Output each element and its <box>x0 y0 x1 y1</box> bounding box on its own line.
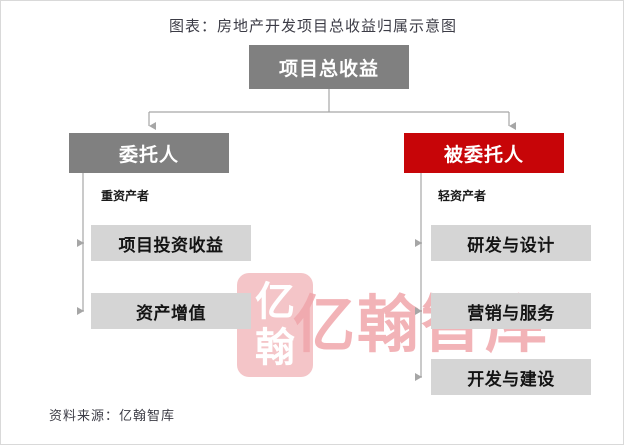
sublabel-trustee: 轻资产者 <box>438 189 487 203</box>
node-development-and-construction[interactable]: 开发与建设 <box>431 359 591 395</box>
page-title: 图表：房地产开发项目总收益归属示意图 <box>168 17 457 35</box>
sublabel-principal: 重资产者 <box>101 189 150 203</box>
node-marketing-and-service[interactable]: 营销与服务 <box>431 293 591 329</box>
node-rd-and-design[interactable]: 研发与设计 <box>431 225 591 261</box>
node-project-investment-return[interactable]: 项目投资收益 <box>91 225 251 261</box>
node-principal[interactable]: 委托人 <box>69 133 229 173</box>
source-note: 资料来源：亿翰智库 <box>49 409 176 424</box>
node-project-total-revenue[interactable]: 项目总收益 <box>249 45 409 89</box>
node-trustee[interactable]: 被委托人 <box>404 133 564 173</box>
node-asset-appreciation[interactable]: 资产增值 <box>91 293 251 329</box>
